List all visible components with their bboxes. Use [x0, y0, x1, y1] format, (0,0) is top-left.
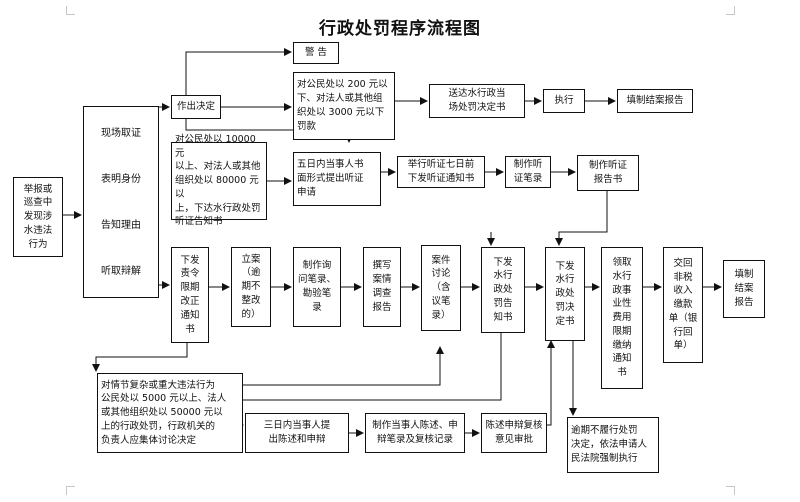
node-investigation-report: 撰写 案情 调查 报告 [363, 247, 401, 327]
node-label: 对情节复杂或重大违法行为 公民处以 5000 元以上、法人 或其他组织处以 50… [101, 379, 227, 446]
node-label: 下发 责令 限期 改正 通知 书 [180, 254, 200, 335]
node-label: 交回 非税 收入 缴款 单（银 行回 单） [668, 257, 698, 352]
page-title: 行政处罚程序流程图 [319, 19, 481, 39]
node-fill-report-top: 填制结案报告 [617, 89, 693, 113]
node-label: 撰写 案情 调查 报告 [372, 260, 392, 313]
node-collect-fee: 领取 水行 政事 业性 费用 限期 缴纳 通知 书 [601, 247, 643, 389]
node-large-fine-notice: 对公民处以 10000 元 以上、对法人或其他 组织处以 80000 元以 上，… [171, 134, 267, 227]
node-label: 逾期不履行处罚 决定，依法申请人 民法院强制执行 [571, 425, 648, 464]
node-label: 执行 [554, 95, 574, 107]
node-review: 陈述申辩复核 意见审批 [481, 413, 547, 453]
node-label: 填制 结案 报告 [734, 269, 754, 308]
node-penalty-decision: 下发 水行 政处 罚决 定书 [545, 247, 585, 341]
node-label: 作出决定 [176, 101, 215, 113]
node-label: 陈述申辩复核 意见审批 [485, 420, 543, 445]
node-label: 警 告 [304, 47, 328, 59]
arrow-to-penalty-decision [555, 191, 608, 246]
node-label: 制作听 证笔录 [513, 159, 543, 184]
node-deliver-onsite: 送达水行政当 场处罚决定书 [429, 84, 525, 118]
node-correction-order: 下发 责令 限期 改正 通知 书 [171, 247, 209, 343]
page-corner-mark [726, 486, 735, 495]
node-label: 三日内当事人提 出陈述和申辩 [263, 420, 331, 445]
arrow-to-case-discussion-up [243, 346, 444, 386]
node-label: 制作当事人陈述、申 辩笔录及复核记录 [372, 420, 458, 445]
node-filing: 立案 （逾 期不 整改 的） [231, 247, 271, 327]
node-label: 对公民处以 200 元以 下、对法人或其他组 织处以 3000 元以下 罚款 [297, 79, 388, 132]
node-investigate: 现场取证 表明身份 告知理由 听取辩解 [83, 106, 159, 298]
arrow-to-complex-case [92, 343, 188, 372]
node-label: 举行听证七日前 下发听证通知书 [407, 159, 475, 184]
node-case-discussion: 案件 讨论 （含 议笔 录） [421, 245, 461, 331]
node-execute: 执行 [543, 89, 585, 113]
node-small-fine: 对公民处以 200 元以 下、对法人或其他组 织处以 3000 元以下 罚款 [293, 72, 395, 140]
arrow-review-to-decision [547, 340, 555, 426]
node-label: 对公民处以 10000 元 以上、对法人或其他 组织处以 80000 元以 上，… [175, 133, 261, 228]
node-enforce: 逾期不履行处罚 决定，依法申请人 民法院强制执行 [567, 417, 659, 473]
node-label: 五日内当事人书 面形式提出听证 申请 [297, 159, 364, 198]
node-label: 下发 水行 政处 罚告 知书 [493, 256, 513, 323]
node-statement: 三日内当事人提 出陈述和申辩 [245, 413, 349, 453]
node-label: 领取 水行 政事 业性 费用 限期 缴纳 通知 书 [612, 257, 632, 379]
node-hearing-report: 制作听证 报告书 [577, 155, 639, 191]
node-label: 现场取证 表明身份 告知理由 听取辩解 [101, 127, 141, 277]
node-label: 填制结案报告 [626, 95, 684, 107]
node-label: 案件 讨论 （含 议笔 录） [431, 254, 451, 321]
node-statement-record: 制作当事人陈述、申 辩笔录及复核记录 [365, 413, 465, 453]
node-label: 举报或 巡查中 发现涉 水违法 行为 [23, 183, 53, 250]
node-fill-report-bottom: 填制 结案 报告 [723, 260, 765, 318]
node-report: 举报或 巡查中 发现涉 水违法 行为 [13, 177, 63, 257]
node-hearing-request: 五日内当事人书 面形式提出听证 申请 [293, 152, 381, 206]
node-penalty-notice: 下发 水行 政处 罚告 知书 [481, 247, 525, 333]
node-warning: 警 告 [293, 42, 339, 64]
node-hearing-record: 制作听 证笔录 [505, 156, 551, 188]
node-label: 立案 （逾 期不 整改 的） [241, 253, 261, 320]
arrow-to-statement [226, 333, 502, 429]
node-complex-case: 对情节复杂或重大违法行为 公民处以 5000 元以上、法人 或其他组织处以 50… [97, 373, 243, 453]
page-corner-mark [726, 6, 735, 15]
page-corner-mark [66, 486, 75, 495]
page-corner-mark [66, 6, 75, 15]
node-hearing-notice: 举行听证七日前 下发听证通知书 [397, 156, 485, 188]
node-label: 送达水行政当 场处罚决定书 [448, 88, 506, 113]
node-inquiry: 制作询 问笔录、 勘验笔 录 [293, 247, 341, 327]
node-label: 制作听证 报告书 [588, 160, 627, 185]
node-label: 制作询 问笔录、 勘验笔 录 [297, 260, 336, 313]
node-decision: 作出决定 [171, 95, 221, 119]
node-deliver-receipt: 交回 非税 收入 缴款 单（银 行回 单） [663, 247, 703, 363]
node-label: 下发 水行 政处 罚决 定书 [555, 260, 575, 327]
arrow-to-warning [185, 48, 292, 95]
